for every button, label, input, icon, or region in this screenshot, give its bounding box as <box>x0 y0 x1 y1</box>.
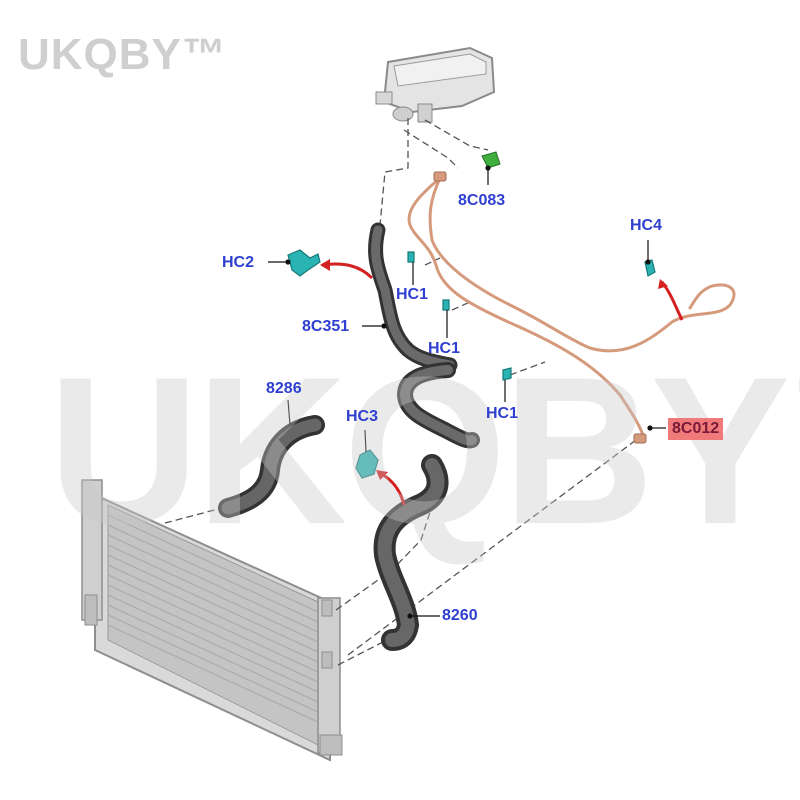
callout-hc3: HC3 <box>346 408 379 425</box>
callout-8c083: 8C083 <box>458 192 506 209</box>
expansion-tank <box>375 46 496 123</box>
callout-hc2: HC2 <box>222 254 255 271</box>
radiator <box>81 479 343 762</box>
brand-watermark-small: UKQBY™ <box>18 30 227 79</box>
clips <box>287 249 656 479</box>
callout-leaders <box>268 165 666 619</box>
callout-8286: 8286 <box>266 380 302 397</box>
callout-hc1-lower: HC1 <box>486 405 519 422</box>
callout-8c012: 8C012 <box>668 418 724 440</box>
bleed-line <box>407 176 736 440</box>
callout-8c351: 8C351 <box>302 318 350 335</box>
hoses <box>218 222 480 651</box>
callout-8260: 8260 <box>442 607 478 624</box>
leader-lines <box>164 118 637 666</box>
green-cap <box>481 151 501 169</box>
callout-hc1-middle: HC1 <box>428 340 461 357</box>
callout-hc4: HC4 <box>630 217 663 234</box>
brand-watermark-large: UKQBY™ <box>48 333 800 568</box>
arrow-heads <box>320 259 668 480</box>
callout-hc1-upper: HC1 <box>396 286 429 303</box>
